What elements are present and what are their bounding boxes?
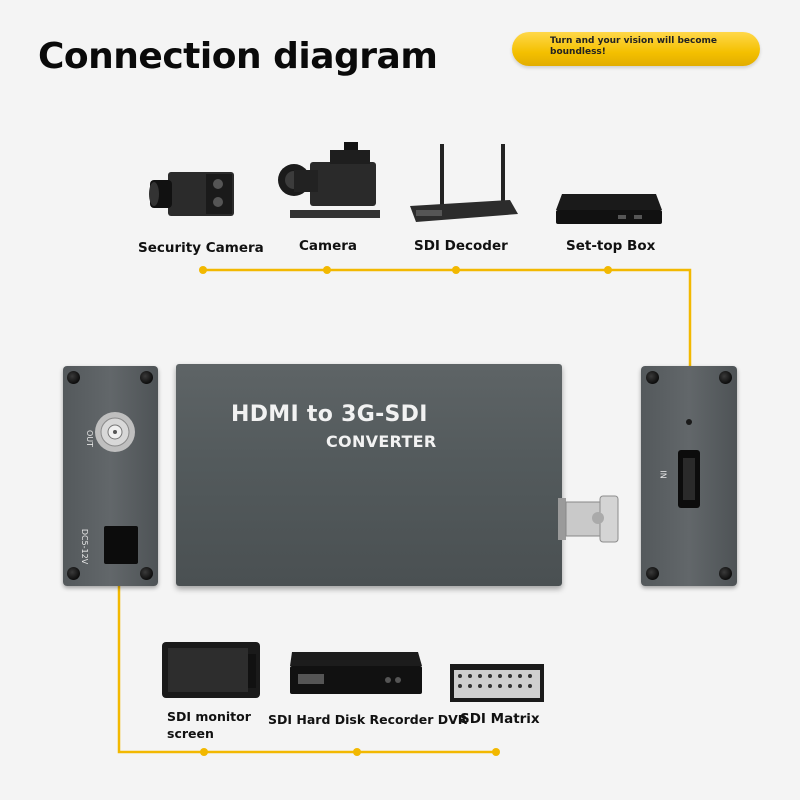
dest-label-line1: SDI monitor <box>167 708 251 725</box>
screw-icon <box>67 371 80 384</box>
output-dot <box>200 748 208 756</box>
led-indicator-icon <box>686 419 692 425</box>
source-label-set-top-box: Set-top Box <box>566 238 655 254</box>
power-label: DC5-12V <box>80 529 89 564</box>
router-icon <box>406 140 522 226</box>
hdmi-port-icon <box>678 450 700 508</box>
dvr-icon <box>288 648 424 700</box>
left-end-panel: OUT DC5-12V <box>63 366 158 586</box>
device-title: HDMI to 3G-SDI <box>231 402 428 427</box>
input-dot <box>323 266 331 274</box>
input-dot <box>604 266 612 274</box>
cinema-camera-icon <box>274 140 386 226</box>
out-label: OUT <box>85 430 94 447</box>
device-subtitle: CONVERTER <box>326 432 437 451</box>
hdmi-to-sdi-converter: HDMI to 3G-SDI CONVERTER <box>176 364 562 586</box>
set-top-box-icon <box>552 190 664 230</box>
output-dot <box>492 748 500 756</box>
sdi-bnc-port-icon <box>558 492 620 546</box>
input-dot <box>452 266 460 274</box>
dest-label-sdi-monitor: SDI monitor screen <box>167 708 251 742</box>
security-camera-icon <box>146 168 242 224</box>
screw-icon <box>140 567 153 580</box>
dc-power-jack-icon <box>104 526 138 564</box>
source-label-security-camera: Security Camera <box>138 240 264 256</box>
right-end-panel: IN <box>641 366 737 586</box>
dest-label-sdi-matrix: SDI Matrix <box>460 711 540 728</box>
dest-label-line2: screen <box>167 725 251 742</box>
matrix-icon <box>448 662 546 704</box>
screw-icon <box>140 371 153 384</box>
bnc-connector-icon <box>93 410 137 454</box>
source-label-camera: Camera <box>299 238 357 254</box>
in-label: IN <box>659 470 668 478</box>
screw-icon <box>646 567 659 580</box>
screw-icon <box>719 371 732 384</box>
screw-icon <box>719 567 732 580</box>
output-dot <box>353 748 361 756</box>
source-label-sdi-decoder: SDI Decoder <box>414 238 508 254</box>
screw-icon <box>67 567 80 580</box>
input-dot <box>199 266 207 274</box>
screw-icon <box>646 371 659 384</box>
dest-label-dvr: SDI Hard Disk Recorder DVR <box>268 711 467 728</box>
monitor-icon <box>160 640 264 702</box>
